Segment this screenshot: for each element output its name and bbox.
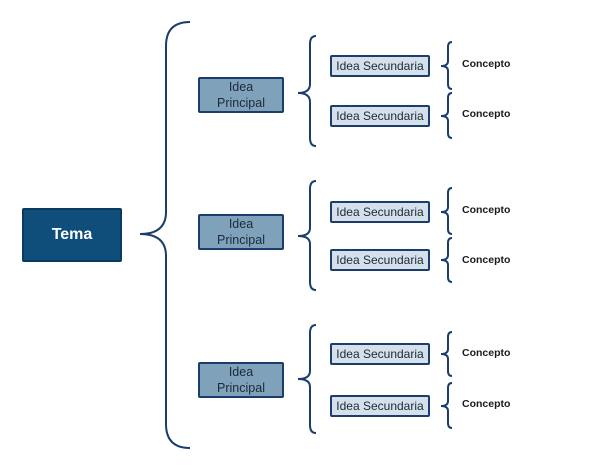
secundaria-brace-2-2 [440, 237, 453, 283]
secundaria-node-2-1[interactable]: Idea Secundaria [330, 201, 430, 223]
principal-label: Idea Principal [217, 365, 265, 395]
secundaria-node-1-2[interactable]: Idea Secundaria [330, 105, 430, 127]
secundaria-label: Idea Secundaria [336, 109, 424, 123]
secundaria-label: Idea Secundaria [336, 399, 424, 413]
main-brace [139, 21, 191, 449]
principal-brace-3 [297, 324, 317, 434]
principal-label: Idea Principal [217, 217, 265, 247]
principal-brace-2 [297, 180, 317, 291]
secundaria-node-3-1[interactable]: Idea Secundaria [330, 343, 430, 365]
secundaria-label: Idea Secundaria [336, 253, 424, 267]
secundaria-brace-3-1 [440, 331, 453, 377]
concepto-2-1[interactable]: Concepto [462, 204, 511, 216]
concepto-2-2[interactable]: Concepto [462, 254, 511, 266]
secundaria-label: Idea Secundaria [336, 205, 424, 219]
secundaria-node-1-1[interactable]: Idea Secundaria [330, 55, 430, 77]
principal-node-1[interactable]: Idea Principal [198, 77, 284, 113]
secundaria-brace-1-1 [440, 41, 453, 90]
concepto-1-1[interactable]: Concepto [462, 58, 511, 70]
secundaria-brace-1-2 [440, 92, 453, 139]
secundaria-node-3-2[interactable]: Idea Secundaria [330, 395, 430, 417]
secundaria-node-2-2[interactable]: Idea Secundaria [330, 249, 430, 271]
tema-node[interactable]: Tema [22, 208, 122, 262]
principal-label: Idea Principal [217, 80, 265, 110]
concepto-3-1[interactable]: Concepto [462, 347, 511, 359]
concepto-3-2[interactable]: Concepto [462, 398, 511, 410]
secundaria-brace-3-2 [440, 382, 453, 429]
tema-label: Tema [51, 226, 93, 243]
concepto-1-2[interactable]: Concepto [462, 108, 511, 120]
secundaria-brace-2-1 [440, 187, 453, 235]
principal-brace-1 [297, 35, 317, 147]
principal-node-2[interactable]: Idea Principal [198, 214, 284, 250]
secundaria-label: Idea Secundaria [336, 347, 424, 361]
secundaria-label: Idea Secundaria [336, 59, 424, 73]
principal-node-3[interactable]: Idea Principal [198, 362, 284, 398]
